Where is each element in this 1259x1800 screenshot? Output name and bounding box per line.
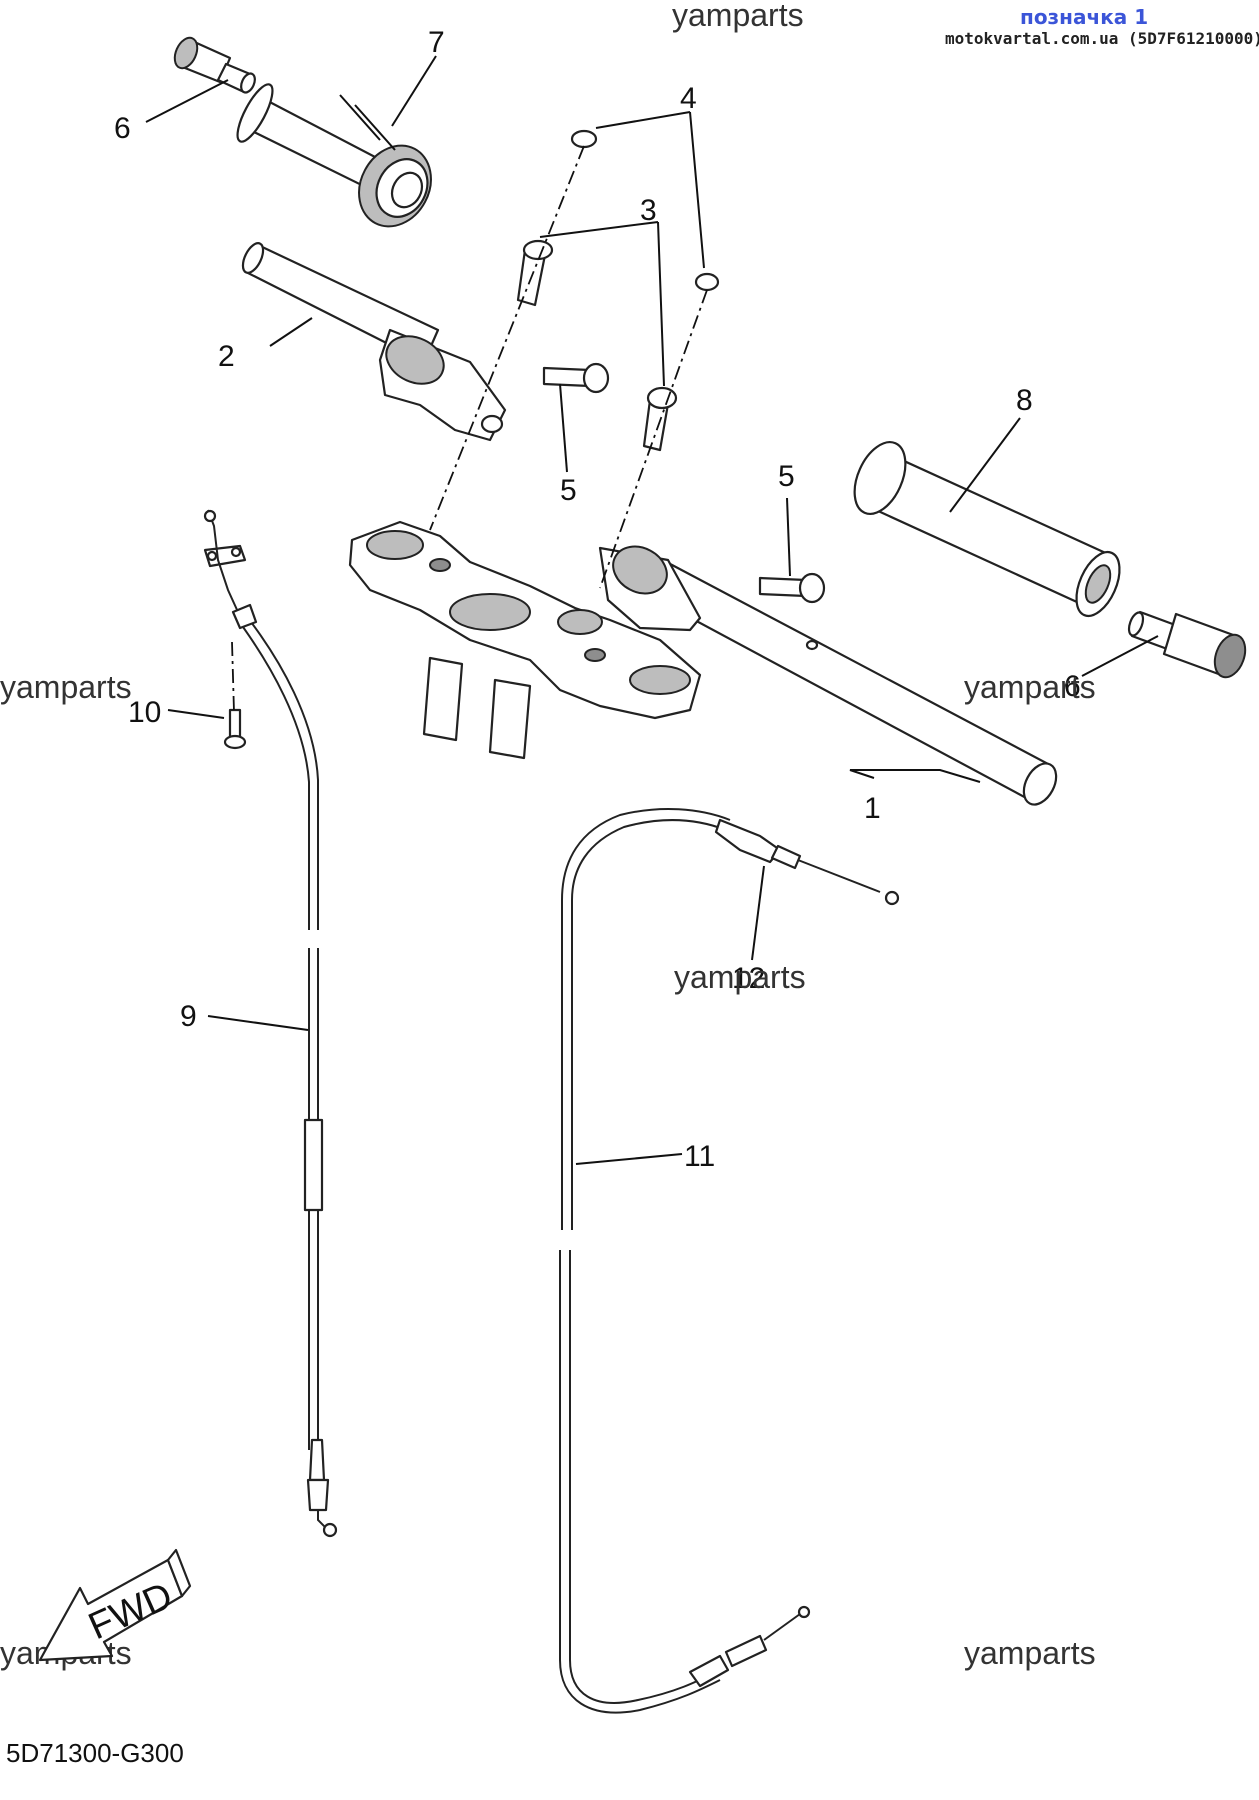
screw-part-10 (223, 708, 247, 750)
throttle-grip-part-7 (236, 83, 432, 228)
bolt-part-3-a (516, 239, 554, 307)
callout-6-right: 6 (1064, 670, 1081, 703)
callout-10: 10 (128, 696, 161, 729)
callout-8: 8 (1016, 384, 1033, 417)
callout-3: 3 (640, 194, 657, 227)
callout-12: 12 (732, 962, 765, 995)
leader-3 (539, 221, 665, 387)
watermark-center: yamparts (674, 959, 806, 995)
watermark-right-mid: yamparts (964, 669, 1096, 705)
cap-part-4-a (570, 129, 598, 149)
cable-part-11 (559, 808, 900, 1714)
leader-12 (751, 865, 765, 961)
leader-5-right (786, 497, 791, 577)
left-handlebar-part-2 (241, 242, 507, 442)
bar-end-weight-part-6-left (173, 36, 256, 94)
forward-arrow-icon: FWD (38, 1548, 192, 1662)
callout-9: 9 (180, 1000, 197, 1033)
bolt-part-3-b (642, 386, 678, 452)
watermark-right-bottom: yamparts (964, 1635, 1096, 1671)
diagram-code: 5D71300-G300 (6, 1738, 184, 1768)
source-label: motokvartal.com.ua (5D7F61210000) (945, 29, 1259, 48)
assembly-line-left (429, 145, 585, 531)
callout-1: 1 (864, 792, 881, 825)
leader-4 (595, 111, 705, 269)
callout-7: 7 (428, 26, 445, 59)
tag-label: позначка 1 (1020, 5, 1148, 29)
leader-7 (391, 55, 437, 127)
watermark-left-mid: yamparts (0, 669, 132, 705)
bolt-part-5-left (542, 362, 610, 394)
assembly-line-right (599, 289, 708, 589)
callout-11: 11 (684, 1140, 715, 1173)
cable-part-9 (203, 509, 338, 1538)
upper-bracket (348, 520, 702, 760)
watermark-top: yamparts (672, 0, 804, 33)
bar-end-weight-part-6-right (1127, 610, 1247, 679)
leader-1 (849, 769, 981, 783)
leader-8 (949, 417, 1021, 513)
leader-9 (207, 1015, 309, 1031)
leader-2 (269, 317, 313, 347)
leader-6-right (1081, 635, 1159, 677)
callout-4: 4 (680, 82, 697, 115)
cap-part-4-b (694, 272, 720, 292)
bolt-part-5-right (758, 572, 826, 604)
right-handlebar-part-1 (598, 545, 1058, 806)
assembly-line-screw (231, 641, 235, 713)
grip-part-8 (853, 441, 1121, 618)
callout-5-left: 5 (560, 474, 577, 507)
leader-6-left (145, 79, 229, 123)
leader-10 (167, 709, 225, 719)
callout-5-right: 5 (778, 460, 795, 493)
leader-11 (575, 1153, 683, 1165)
callout-2: 2 (218, 340, 235, 373)
callout-6-left: 6 (114, 112, 131, 145)
leader-5-left (559, 383, 568, 473)
